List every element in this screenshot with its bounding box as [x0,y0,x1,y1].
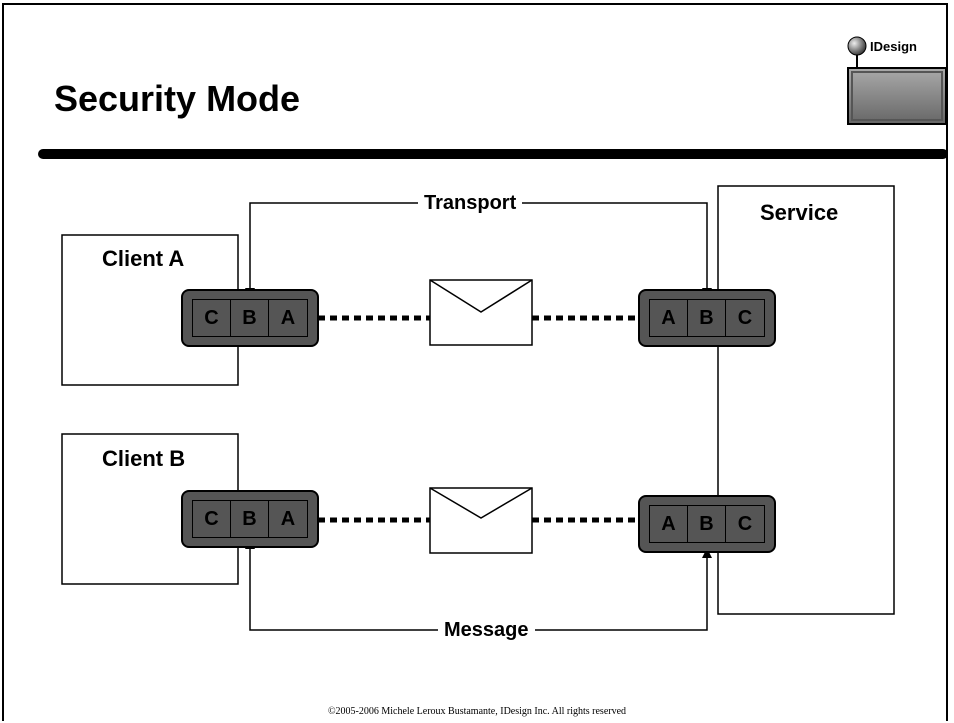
client-b-label: Client B [102,446,186,471]
stack-cell: C [737,512,753,535]
stack-cell: A [650,506,688,542]
message-connector [249,541,708,631]
slide-title: Security Mode [54,78,301,119]
stack-cell: B [688,506,726,542]
stack-cell: B [688,300,726,336]
client-a-stack: C B A [181,289,319,347]
stack-cell: C [193,300,231,336]
slide-frame [2,3,948,721]
transport-label: Transport [418,192,523,215]
stack-cell: A [280,306,296,329]
stack-cell: A [280,507,296,530]
copyright-footer: ©2005-2006 Michele Leroux Bustamante, ID… [327,706,627,717]
message-label: Message [438,619,535,642]
envelope-icon-top [429,279,533,346]
client-a-label: Client A [102,246,185,271]
stack-cell: C [193,501,231,537]
svg-text:IDesign: IDesign [870,39,917,54]
stack-cell: B [231,501,269,537]
service-stack-bottom: A B C [638,495,776,553]
client-b-stack: C B A [181,490,319,548]
envelope-icon-bottom [429,487,533,554]
title-divider [38,149,948,159]
stack-cell: A [650,300,688,336]
service-stack-top: A B C [638,289,776,347]
service-label: Service [760,200,839,225]
idesign-logo: IDesign [847,36,947,125]
stack-cell: B [231,300,269,336]
stack-cell: C [737,306,753,329]
message-arrowhead-right [702,548,712,558]
